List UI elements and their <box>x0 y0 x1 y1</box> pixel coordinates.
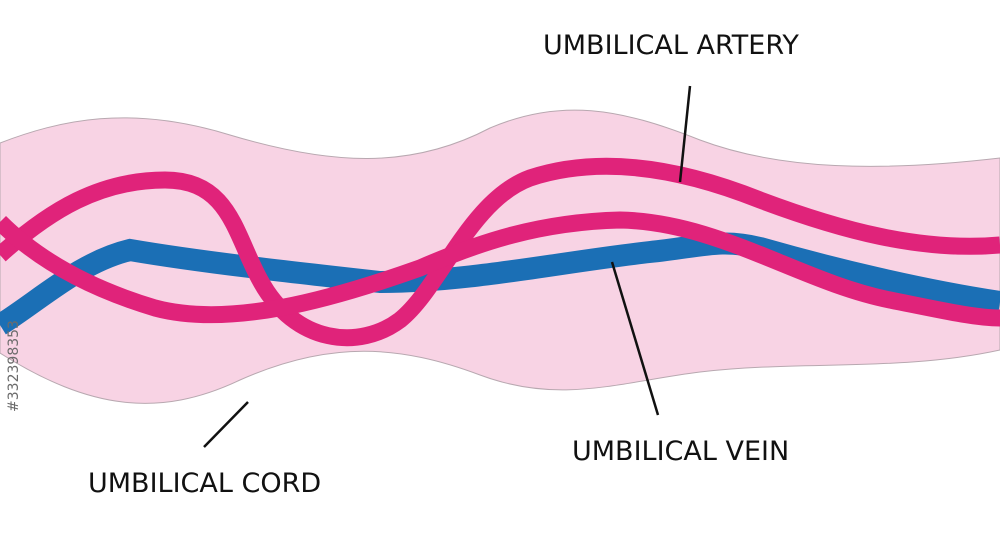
umbilical-artery-upper <box>0 157 1000 347</box>
watermark-id-text: #332398353 <box>6 320 22 412</box>
artery-leader-line <box>678 85 692 183</box>
cord-leader-line <box>203 401 249 448</box>
umbilical-vein-label: UMBILICAL VEIN <box>572 436 790 467</box>
umbilical-artery-lower <box>0 211 1000 327</box>
umbilical-cord-label: UMBILICAL CORD <box>88 468 322 499</box>
umbilical-vein <box>0 232 1000 335</box>
vein-leader-line <box>610 261 660 416</box>
umbilical-artery-label: UMBILICAL ARTERY <box>543 30 799 61</box>
